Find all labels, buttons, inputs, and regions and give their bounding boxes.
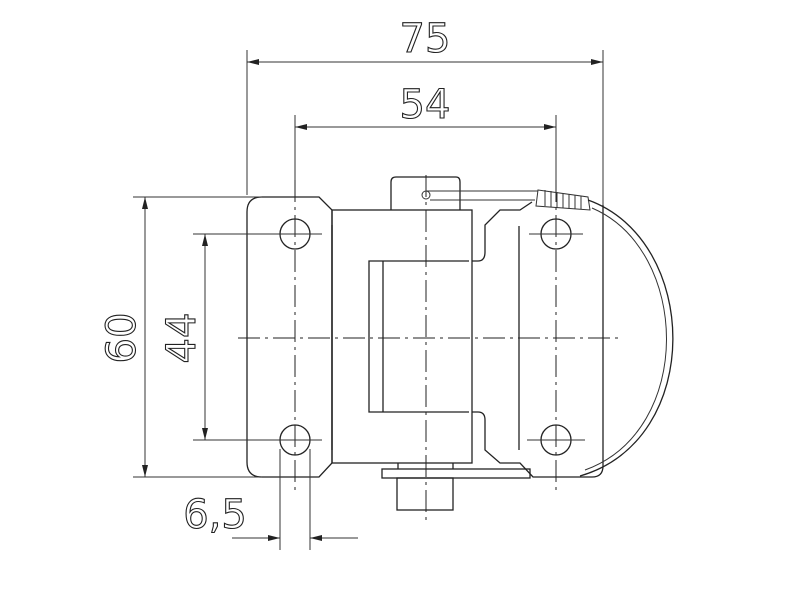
svg-text:75: 75 (400, 16, 451, 62)
washer (381, 468, 531, 479)
svg-text:60: 60 (99, 313, 145, 364)
dimension-54: 54 (294, 81, 557, 180)
lanyard-wire (426, 189, 674, 477)
center-lines (238, 175, 620, 520)
dimension-6-5: 6,5 (183, 449, 358, 550)
knuckle-window (368, 260, 469, 413)
left-leaf (246, 196, 333, 478)
knuckle-body (331, 209, 473, 464)
right-leaf (472, 201, 604, 478)
dimension-44: 44 (158, 233, 275, 441)
svg-text:54: 54 (400, 82, 451, 128)
svg-text:44: 44 (159, 313, 205, 364)
pin-head (390, 176, 461, 210)
nut (396, 477, 454, 511)
dimension-75: 75 (246, 15, 604, 205)
mounting-holes (268, 218, 585, 456)
svg-text:6,5: 6,5 (183, 492, 247, 538)
dimension-60: 60 (98, 196, 262, 478)
